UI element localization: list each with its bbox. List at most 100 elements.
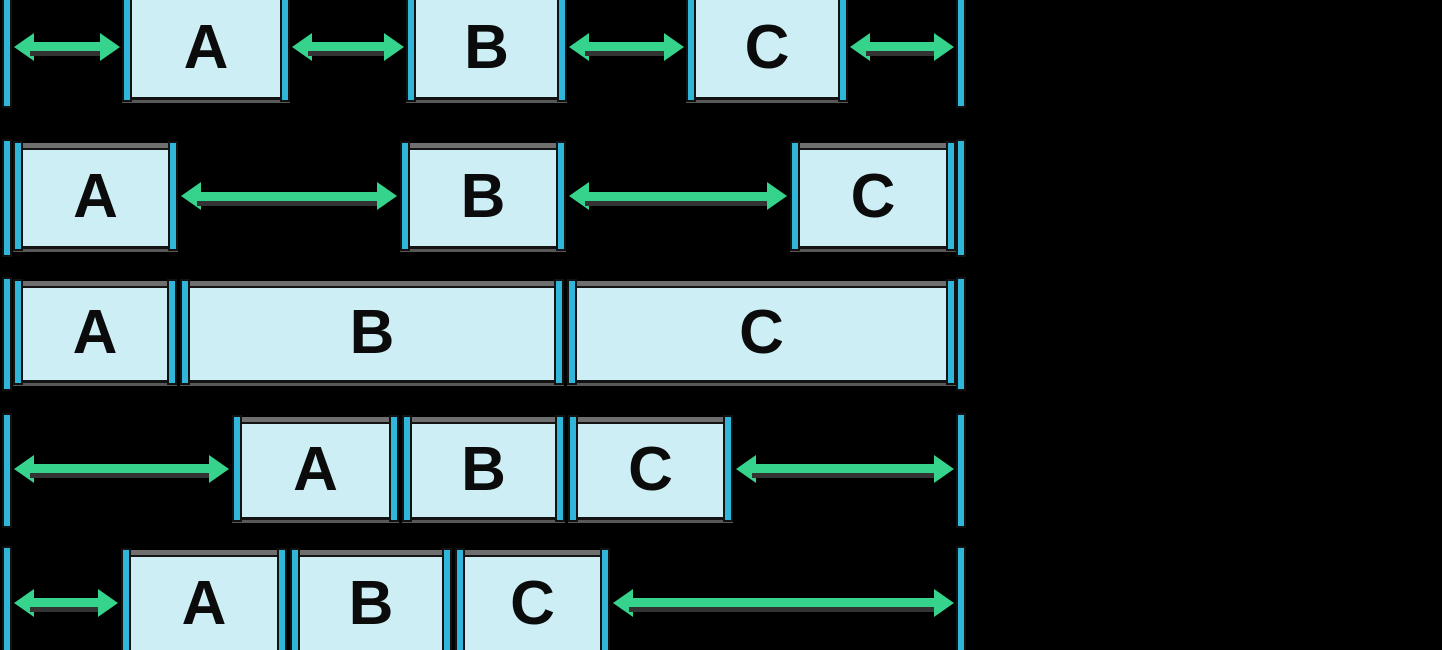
- item-right-edge-marker: [280, 0, 290, 102]
- item-right-edge-marker: [557, 0, 567, 102]
- flex-item-label: C: [510, 568, 555, 638]
- item-right-edge-marker: [555, 415, 565, 522]
- spacing-double-arrow: [569, 32, 684, 61]
- arrow-head-right-icon: [934, 454, 954, 483]
- arrow-head-left-icon: [181, 182, 201, 210]
- flex-item-label: C: [744, 12, 790, 82]
- spacing-double-arrow: [569, 182, 787, 210]
- item-right-edge-marker: [167, 279, 177, 385]
- item-right-edge-marker: [389, 415, 399, 522]
- item-left-edge-marker: [400, 141, 410, 251]
- flex-item-box-c: C: [567, 279, 956, 385]
- flex-item-box-c: C: [568, 415, 733, 522]
- arrow-head-right-icon: [934, 588, 954, 617]
- container-left-edge-bar: [2, 413, 12, 528]
- item-left-edge-marker: [232, 415, 242, 522]
- item-right-edge-marker: [946, 279, 956, 385]
- arrow-head-left-icon: [569, 32, 589, 61]
- container-right-edge-bar: [956, 413, 966, 528]
- flex-item-box-c: C: [455, 548, 610, 650]
- item-left-edge-marker: [406, 0, 416, 102]
- flex-item-label: A: [73, 162, 118, 231]
- arrow-head-left-icon: [569, 182, 589, 210]
- flex-item-label: B: [349, 298, 395, 367]
- arrow-shaft: [585, 42, 668, 51]
- item-left-edge-marker: [455, 548, 465, 650]
- arrow-shaft: [585, 191, 771, 201]
- flex-item-box-b: B: [406, 0, 567, 102]
- item-left-edge-marker: [122, 0, 132, 102]
- container-left-edge-bar: [2, 0, 12, 108]
- flex-item-label: B: [461, 434, 506, 504]
- arrow-head-left-icon: [736, 454, 756, 483]
- item-left-edge-marker: [13, 141, 23, 251]
- arrow-shaft: [30, 598, 102, 607]
- item-left-edge-marker: [290, 548, 300, 650]
- arrow-head-right-icon: [384, 32, 404, 61]
- container-right-edge-bar: [956, 277, 966, 391]
- container-right-edge-bar: [956, 546, 966, 650]
- arrow-head-right-icon: [98, 588, 118, 617]
- container-right-edge-bar: [956, 0, 966, 108]
- row-space-between: A B C: [0, 139, 1442, 257]
- flex-item-box-a: A: [121, 548, 287, 650]
- spacing-double-arrow: [14, 32, 120, 61]
- arrow-head-left-icon: [292, 32, 312, 61]
- item-right-edge-marker: [600, 548, 610, 650]
- flex-item-label: A: [183, 12, 229, 82]
- item-right-edge-marker: [442, 548, 452, 650]
- item-left-edge-marker: [568, 415, 578, 522]
- arrow-shaft: [30, 464, 213, 473]
- item-left-edge-marker: [13, 279, 23, 385]
- flex-item-label: A: [293, 434, 338, 504]
- arrow-shaft: [30, 42, 104, 51]
- spacing-double-arrow: [613, 588, 954, 617]
- item-right-edge-marker: [168, 141, 178, 251]
- arrow-head-left-icon: [14, 588, 34, 617]
- row-space-evenly: A B C: [0, 0, 1442, 108]
- arrow-head-left-icon: [14, 32, 34, 61]
- arrow-head-right-icon: [100, 32, 120, 61]
- flex-item-label: A: [72, 298, 118, 367]
- container-right-edge-bar: [956, 139, 966, 257]
- flex-item-label: C: [628, 434, 673, 504]
- item-right-edge-marker: [838, 0, 848, 102]
- arrow-shaft: [308, 42, 388, 51]
- arrow-head-right-icon: [209, 454, 229, 483]
- flex-item-box-c: C: [790, 141, 956, 251]
- flex-item-label: B: [460, 162, 506, 231]
- spacing-double-arrow: [736, 454, 954, 483]
- flex-item-box-a: A: [13, 279, 177, 385]
- arrow-head-left-icon: [14, 454, 34, 483]
- flex-item-box-a: A: [232, 415, 399, 522]
- arrow-shaft: [866, 42, 938, 51]
- flex-item-box-a: A: [13, 141, 178, 251]
- spacing-double-arrow: [14, 588, 118, 617]
- arrow-shaft: [197, 191, 381, 201]
- item-left-edge-marker: [180, 279, 190, 385]
- item-left-edge-marker: [686, 0, 696, 102]
- arrow-head-left-icon: [613, 588, 633, 617]
- item-right-edge-marker: [723, 415, 733, 522]
- item-left-edge-marker: [402, 415, 412, 522]
- arrow-head-right-icon: [377, 182, 397, 210]
- row-center: A B C: [0, 413, 1442, 528]
- spacing-double-arrow: [14, 454, 229, 483]
- row-stretch: A B C: [0, 277, 1442, 391]
- item-left-edge-marker: [567, 279, 577, 385]
- arrow-head-right-icon: [767, 182, 787, 210]
- item-right-edge-marker: [554, 279, 564, 385]
- arrow-shaft: [629, 598, 938, 607]
- arrow-head-right-icon: [934, 32, 954, 61]
- container-left-edge-bar: [2, 546, 12, 650]
- flex-item-box-a: A: [122, 0, 290, 102]
- arrow-shaft: [752, 464, 938, 473]
- item-right-edge-marker: [946, 141, 956, 251]
- item-left-edge-marker: [790, 141, 800, 251]
- flex-item-label: C: [739, 298, 784, 367]
- flex-item-box-b: B: [402, 415, 565, 522]
- spacing-double-arrow: [292, 32, 404, 61]
- flex-item-box-c: C: [686, 0, 848, 102]
